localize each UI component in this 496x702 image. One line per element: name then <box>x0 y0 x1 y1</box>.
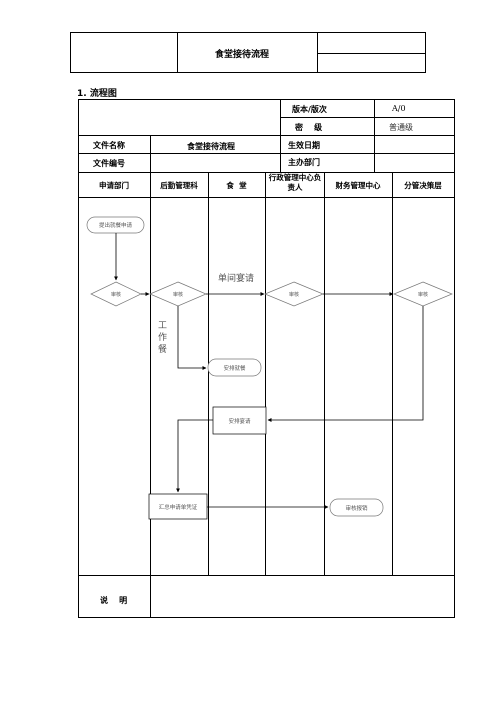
review-leader-text: 审核 <box>417 292 428 298</box>
submit-text: 提出就餐申请 <box>98 223 132 229</box>
host-dept-label: 主办部门 <box>288 158 320 167</box>
lane-header-finance: 财务管理中心 <box>335 181 381 190</box>
finance-audit-text: 审核报销 <box>345 506 368 512</box>
doc-name-label: 文件名称 <box>93 141 125 150</box>
lane-header-canteen: 食 堂 <box>226 181 247 190</box>
section-heading: 1. 流程图 <box>77 89 117 99</box>
summary-text: 汇总申请单凭证 <box>158 505 198 511</box>
work-meal-edge-label: 工作餐 <box>158 321 168 355</box>
lane-header-logistics: 后勤管理科 <box>160 181 198 190</box>
review-applicant-text: 审核 <box>110 292 121 298</box>
review-diamond-applicant <box>90 281 142 307</box>
secret-value: 普通级 <box>389 123 413 132</box>
review-admin-text: 审核 <box>288 292 299 298</box>
doc-name-value: 食堂接待流程 <box>187 142 235 151</box>
review-diamond-admin <box>264 281 324 307</box>
submit-shape <box>86 216 145 234</box>
version-value: A/0 <box>392 104 406 113</box>
page-title: 食堂接待流程 <box>215 50 270 60</box>
lane-header-applicant: 申请部门 <box>99 181 129 190</box>
arrange-banquet-text: 安排宴请 <box>228 419 251 425</box>
arrange-meal-text: 安排就餐 <box>223 366 246 372</box>
banquet-edge-label: 单间宴请 <box>218 274 255 284</box>
effective-date-label: 生效日期 <box>288 141 320 150</box>
summary-shape <box>148 493 208 520</box>
review-logistics-text: 审核 <box>172 292 183 298</box>
arrange-meal-shape <box>207 358 262 377</box>
finance-audit-shape <box>329 498 384 517</box>
notes-label: 说 明 <box>100 596 128 605</box>
lane-header-leader: 分管决策层 <box>404 181 442 190</box>
arrange-banquet-shape <box>212 406 267 435</box>
doc-no-label: 文件编号 <box>93 159 125 168</box>
secret-label: 密 级 <box>295 123 323 132</box>
version-label: 版本/版次 <box>292 105 327 114</box>
lane-header-admin: 行政管理中心负责人 <box>268 173 322 192</box>
